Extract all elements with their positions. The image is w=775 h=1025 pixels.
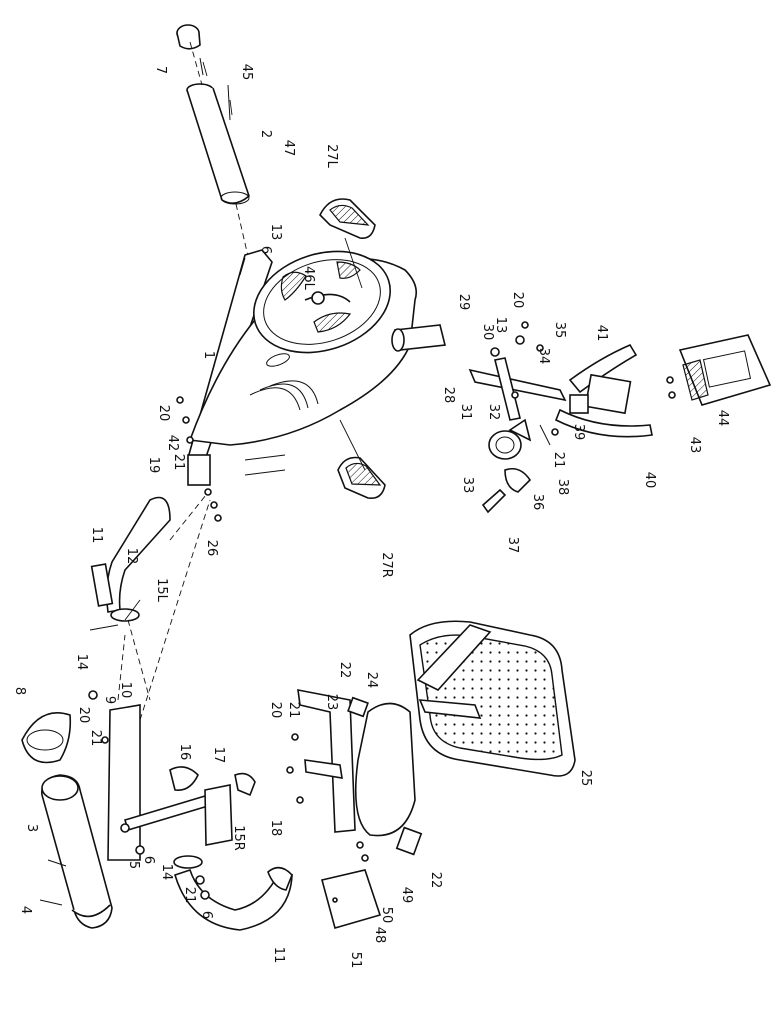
- callout-label-c20b: 20: [510, 292, 525, 309]
- handlebar-right-part: [173, 855, 293, 931]
- fasteners: [39, 57, 676, 906]
- callout-label-c38: 38: [555, 479, 570, 496]
- handlebar-left-part: [89, 489, 211, 701]
- callout-label-c26: 26: [204, 540, 219, 557]
- lower-frame-part: [107, 499, 256, 861]
- end-cap-part: [21, 711, 72, 764]
- callout-label-c11b: 11: [271, 947, 286, 964]
- callout-label-c44: 44: [715, 410, 730, 427]
- callout-label-c36: 36: [530, 494, 545, 511]
- callout-label-c27L: 27L: [324, 144, 339, 169]
- callout-label-c22a: 22: [337, 662, 352, 679]
- callout-label-c17: 17: [211, 747, 226, 764]
- callout-label-c21e: 21: [286, 702, 301, 719]
- callout-label-c1: 1: [201, 351, 216, 359]
- callout-label-c13a: 13: [268, 224, 283, 241]
- callout-label-c21c: 21: [88, 730, 103, 747]
- callout-label-c41: 41: [594, 325, 609, 342]
- callout-label-c45: 45: [239, 64, 254, 81]
- callout-label-c40: 40: [642, 472, 657, 489]
- callout-label-c27R: 27R: [379, 552, 394, 578]
- callout-label-c50: 50: [379, 907, 394, 924]
- callout-label-c35: 35: [552, 322, 567, 339]
- callout-label-c8: 8: [12, 687, 27, 695]
- callout-label-c42: 42: [165, 435, 180, 452]
- callout-label-c49: 49: [399, 887, 414, 904]
- callout-label-c3: 3: [24, 824, 39, 832]
- callout-label-c19: 19: [146, 457, 161, 474]
- front-stabilizer-part: [41, 774, 113, 929]
- callout-label-c14b: 14: [159, 864, 174, 881]
- callout-label-c51: 51: [348, 952, 363, 969]
- callout-label-c32: 32: [486, 404, 501, 421]
- pedal-right-part: [337, 419, 386, 500]
- callout-label-c12: 12: [124, 548, 139, 565]
- callout-label-c29: 29: [456, 294, 471, 311]
- callout-label-c22b: 22: [428, 872, 443, 889]
- callout-label-c7: 7: [153, 66, 168, 74]
- seat-cushion-part: [409, 620, 576, 777]
- callout-label-c46L: 46L: [301, 266, 316, 291]
- seat-post-part: [176, 24, 251, 266]
- callout-label-c2: 2: [258, 130, 273, 138]
- callout-label-c18: 18: [268, 820, 283, 837]
- callout-label-c28: 28: [441, 387, 456, 404]
- callout-label-c47: 47: [281, 140, 296, 157]
- callout-label-c21b: 21: [551, 452, 566, 469]
- callout-label-c6b: 6: [141, 856, 156, 864]
- callout-label-c13b: 13: [493, 317, 508, 334]
- callout-label-c9: 9: [102, 696, 117, 704]
- callout-label-c31: 31: [458, 404, 473, 421]
- callout-label-c39: 39: [571, 424, 586, 441]
- seat-bracket-part: [297, 689, 423, 929]
- pedal-left-part: [319, 198, 376, 289]
- callout-label-c25: 25: [578, 770, 593, 787]
- callout-label-c48: 48: [372, 927, 387, 944]
- seat-back-part: [354, 702, 416, 837]
- callout-label-c37: 37: [505, 537, 520, 554]
- callout-label-c33: 33: [460, 477, 475, 494]
- callout-label-c10: 10: [118, 682, 133, 699]
- callout-label-c30: 30: [480, 324, 495, 341]
- callout-label-c6a: 6: [258, 246, 273, 254]
- console-mast-part: [391, 324, 653, 514]
- main-frame-part: [186, 249, 418, 486]
- callout-label-c24: 24: [364, 672, 379, 689]
- callout-label-c20d: 20: [268, 702, 283, 719]
- callout-label-c15L: 15L: [154, 578, 169, 603]
- callout-label-c23: 23: [324, 694, 339, 711]
- callout-label-c16: 16: [177, 744, 192, 761]
- callout-label-c14a: 14: [74, 654, 89, 671]
- callout-label-c43: 43: [687, 437, 702, 454]
- callout-label-c6c: 6: [199, 911, 214, 919]
- callout-label-c5: 5: [126, 861, 141, 869]
- callout-label-c20c: 20: [76, 707, 91, 724]
- callout-label-c21a: 21: [171, 454, 186, 471]
- console-display-part: [678, 334, 772, 406]
- callout-label-c15R: 15R: [231, 825, 246, 851]
- callout-label-c11a: 11: [89, 527, 104, 544]
- callout-label-c4: 4: [18, 906, 33, 914]
- callout-label-c34: 34: [536, 348, 551, 365]
- callout-label-c21d: 21: [182, 887, 197, 904]
- callout-label-c20a: 20: [156, 405, 171, 422]
